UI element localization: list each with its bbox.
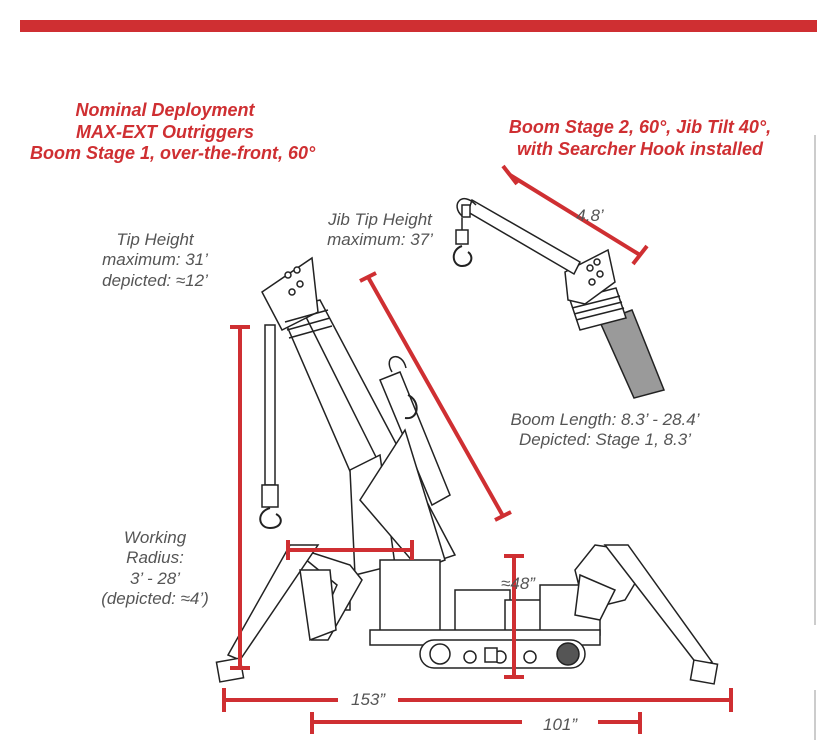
heading-line: MAX-EXT Outriggers	[75, 121, 254, 142]
annotation-line: Jib Tip Height	[328, 210, 432, 229]
track-height-dimension	[504, 554, 524, 679]
annotation-line: Radius:	[126, 548, 184, 568]
annotation-line: Working	[123, 528, 187, 547]
annotation-line: Boom Length: 8.3’ - 28.4’	[510, 410, 700, 429]
annotation-line: 153”	[350, 690, 386, 709]
overall-width-dimension	[222, 688, 733, 712]
jib-illustration	[452, 198, 666, 399]
annotation-line: Depicted: Stage 1, 8.3’	[518, 430, 691, 450]
dimension-lines	[222, 164, 733, 734]
boom-length-dimension	[359, 271, 512, 522]
heading-line: Boom Stage 2, 60°, Jib Tilt 40°,	[508, 117, 772, 137]
tip-height-label: Tip Height maximum: 31’ depicted: ≈12’	[70, 230, 240, 291]
working-radius-label: Working Radius: 3’ - 28’ (depicted: ≈4’)	[80, 528, 230, 610]
track-width-label: 101”	[524, 715, 596, 735]
annotation-line: 4.8’	[576, 206, 604, 225]
annotation-line: maximum: 31’	[102, 250, 208, 270]
annotation-line: ≈48”	[501, 574, 535, 593]
tip-height-dimension	[230, 325, 250, 670]
crane-illustration	[215, 256, 719, 685]
heading-line: with Searcher Hook installed	[516, 138, 764, 159]
heading-line: Nominal Deployment	[75, 100, 255, 120]
heading-line: Boom Stage 1, over-the-front, 60°	[30, 143, 316, 164]
annotation-line: maximum: 37’	[327, 230, 433, 250]
boom-length-label: Boom Length: 8.3’ - 28.4’ Depicted: Stag…	[480, 410, 730, 451]
annotation-line: depicted: ≈12’	[102, 270, 208, 290]
annotation-line: (depicted: ≈4’)	[101, 589, 209, 609]
annotation-line: 3’ - 28’	[129, 568, 181, 588]
jib-length-dimension	[501, 164, 649, 266]
top-accent-bar	[20, 20, 817, 32]
jib-tip-height-label: Jib Tip Height maximum: 37’	[290, 210, 470, 251]
annotation-line: Tip Height	[116, 230, 194, 249]
track-height-label: ≈48”	[488, 574, 548, 594]
heading-boom-stage-2: Boom Stage 2, 60°, Jib Tilt 40°, with Se…	[480, 117, 800, 160]
jib-length-label: 4.8’	[560, 206, 620, 226]
overall-width-label: 153”	[340, 690, 396, 710]
heading-nominal-deployment: Nominal Deployment MAX-EXT Outriggers Bo…	[30, 100, 316, 165]
annotation-line: 101”	[542, 715, 578, 734]
working-radius-dimension	[286, 540, 414, 560]
track-width-dimension	[310, 712, 642, 734]
